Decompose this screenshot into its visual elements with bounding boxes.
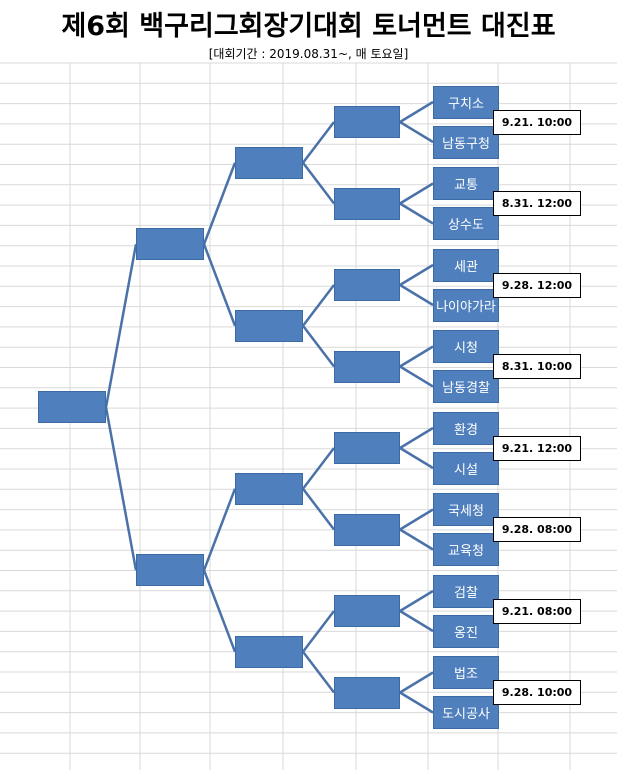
team-box: 남동구청 [433, 125, 499, 159]
team-box: 남동경찰 [433, 370, 499, 403]
bracket-line [202, 243, 237, 327]
bracket-line [399, 100, 434, 124]
final-slot [136, 554, 204, 587]
team-box: 교통 [433, 167, 499, 200]
match-time: 9.21. 12:00 [493, 435, 581, 461]
team-box: 교육청 [433, 533, 499, 566]
champion-slot [38, 391, 106, 424]
bracket-line [399, 589, 434, 613]
match-time: 8.31. 12:00 [493, 191, 581, 216]
team-box: 환경 [433, 411, 499, 445]
semifinal-slot [235, 309, 303, 342]
team-box: 검찰 [433, 574, 499, 608]
bracket-line [399, 426, 434, 450]
quarterfinal-slot [334, 513, 400, 546]
bracket-line [399, 528, 434, 551]
bracket-line [302, 121, 335, 164]
bracket-line [104, 244, 138, 408]
bracket-line [399, 182, 434, 205]
page-title: 제6회 백구리그회장기대회 토너먼트 대진표 [61, 11, 556, 42]
quarterfinal-slot [334, 106, 400, 138]
quarterfinal-slot [334, 187, 400, 220]
match-time: 9.28. 08:00 [493, 517, 581, 542]
quarterfinal-slot [334, 350, 400, 383]
bracket-line [399, 365, 434, 388]
bracket-line [202, 488, 237, 571]
team-box: 나이야가라 [433, 288, 499, 322]
team-box: 법조 [433, 656, 499, 689]
bracket-line [202, 569, 237, 653]
team-box: 시설 [433, 451, 499, 485]
bracket-line [399, 691, 434, 714]
bracket-line [399, 446, 434, 470]
bracket-line [302, 487, 335, 531]
bracket-line [302, 324, 335, 368]
bracket-line [399, 263, 434, 287]
team-box: 세관 [433, 248, 499, 282]
team-box: 국세청 [433, 493, 499, 526]
bracket-line [399, 508, 434, 531]
quarterfinal-slot [334, 676, 400, 709]
team-box: 옹진 [433, 614, 499, 648]
tournament-period: [대회기간 : 2019.08.31~, 매 토요일] [208, 47, 409, 61]
team-box: 시청 [433, 330, 499, 363]
bracket-line [302, 161, 335, 205]
semifinal-slot [235, 472, 303, 505]
bracket-line [399, 671, 434, 694]
semifinal-slot [235, 635, 303, 668]
match-time: 9.21. 08:00 [493, 598, 581, 624]
bracket-line [399, 120, 434, 144]
semifinal-slot [235, 146, 303, 179]
team-box: 상수도 [433, 207, 499, 240]
bracket-line [302, 610, 335, 653]
match-time: 9.28. 12:00 [493, 272, 581, 298]
match-time: 9.21. 10:00 [493, 109, 581, 135]
quarterfinal-slot [334, 595, 400, 627]
bracket-line [302, 650, 335, 694]
quarterfinal-slot [334, 432, 400, 464]
final-slot [136, 228, 204, 261]
bracket-line [104, 407, 138, 571]
bracket-line [302, 284, 335, 327]
team-box: 구치소 [433, 85, 499, 119]
match-time: 8.31. 10:00 [493, 354, 581, 379]
bracket-line [399, 202, 434, 225]
bracket-line [399, 283, 434, 307]
quarterfinal-slot [334, 269, 400, 301]
match-time: 9.28. 10:00 [493, 680, 581, 705]
bracket-line [202, 162, 237, 245]
bracket-line [399, 345, 434, 368]
bracket-line [399, 609, 434, 633]
bracket-line [302, 447, 335, 490]
team-box: 도시공사 [433, 696, 499, 729]
